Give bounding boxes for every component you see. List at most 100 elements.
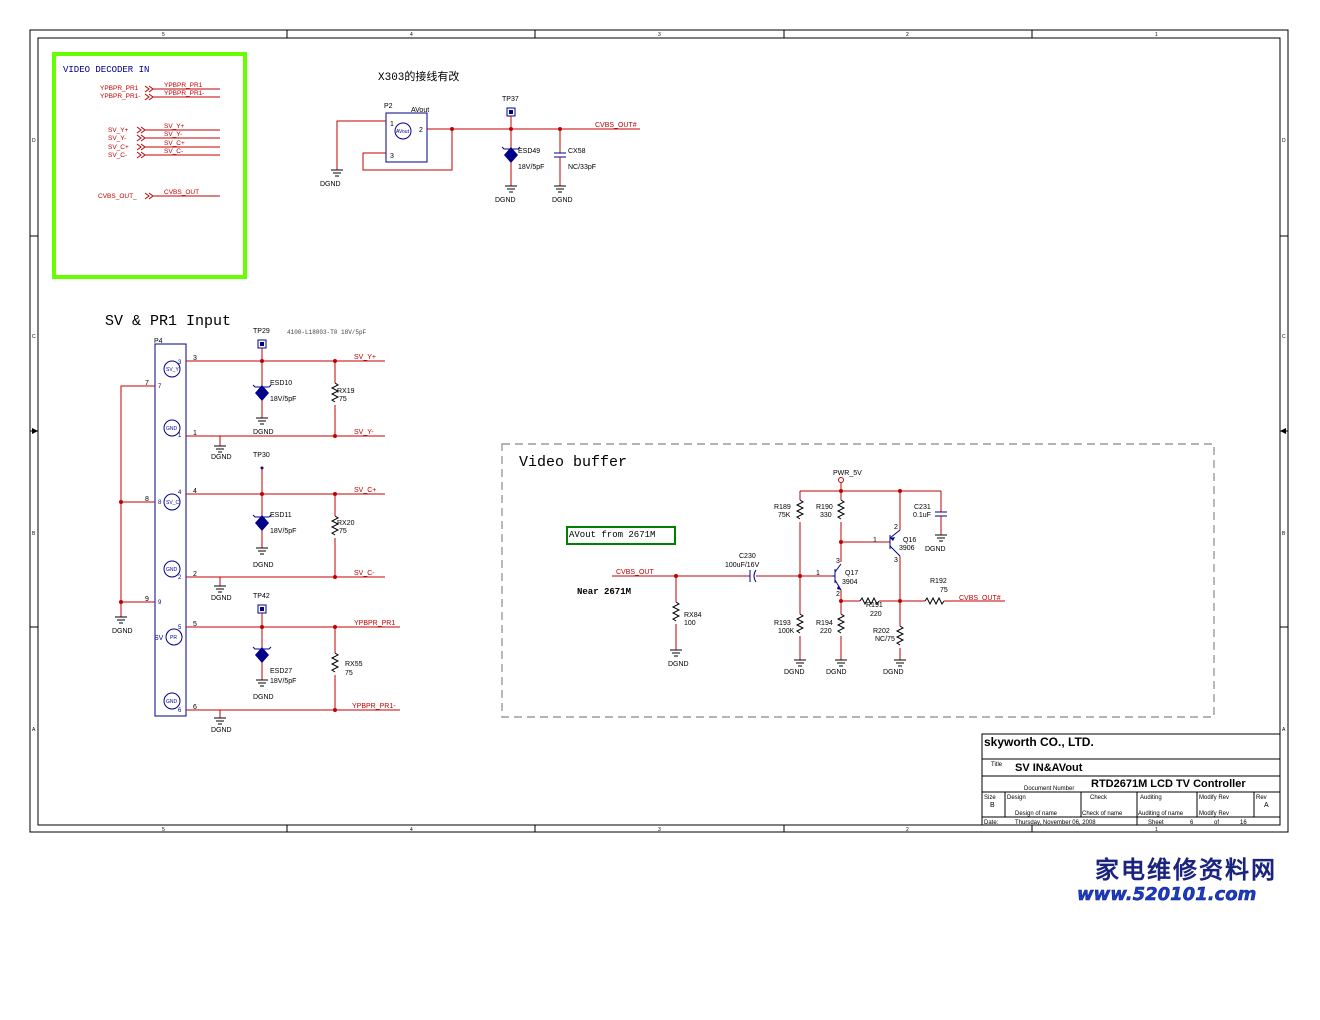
rev-value: A [1264, 802, 1269, 809]
row-label: B [32, 531, 36, 537]
gnd-label: DGND [883, 669, 904, 676]
date-value: Thursday, November 06, 2008 [1015, 820, 1096, 826]
esd-ref: ESD10 [270, 380, 292, 387]
row-label: B [1282, 531, 1286, 537]
gnd-label: DGND [552, 197, 573, 204]
pin-number: 4 [178, 490, 182, 496]
pin-number: 3 [390, 153, 394, 160]
video-buffer-section: Video buffer AVout from 2671M Near 2671M… [501, 443, 1215, 718]
design-label: Design [1007, 795, 1026, 801]
row-label: C [1282, 334, 1286, 340]
jack-label: PR [170, 635, 177, 641]
gnd-label: DGND [112, 628, 133, 635]
power-label: PWR_5V [833, 470, 862, 477]
res-ref: R192 [930, 578, 947, 585]
resistor-icon [836, 499, 846, 520]
decoder-title: VIDEO DECODER IN [63, 65, 149, 75]
col-label: 2 [906, 32, 909, 38]
res-val: 75 [940, 587, 948, 594]
transistor-ref: Q16 [903, 537, 916, 544]
avout-label: AVout from 2671M [569, 530, 655, 540]
sheet-total: 16 [1240, 820, 1247, 826]
net-label: SV_Y- [164, 131, 182, 138]
gnd-label: DGND [826, 669, 847, 676]
resistor-icon [895, 625, 905, 646]
res-val: 100K [778, 628, 795, 635]
pin-number: 7 [145, 380, 149, 387]
buffer-dashed-box [501, 443, 1215, 718]
cap-ref: C230 [739, 553, 756, 560]
pin-number: 2 [178, 575, 182, 581]
pin-number: 1 [178, 433, 182, 439]
net-label: SV_C- [164, 148, 183, 155]
resistor-icon [836, 613, 846, 634]
pin-number: 1 [816, 570, 820, 577]
watermark-url: www.520101.com [1077, 884, 1256, 905]
avout-note: X303的接线有改 [378, 69, 459, 84]
row-label: D [32, 138, 36, 144]
jack-label: SV_C [166, 500, 179, 506]
cap-ref: CX58 [568, 148, 586, 155]
tp-ref: TP42 [253, 593, 270, 600]
port-arrow-icon [136, 126, 146, 134]
esd-val: 18V/5pF [518, 164, 544, 171]
resistor-icon [671, 601, 681, 622]
port-label: SV_Y+ [108, 127, 129, 134]
pin-number: 1 [390, 121, 394, 128]
pin-number: 5 [178, 625, 182, 631]
res-val: 75 [345, 670, 353, 677]
row-label: A [1282, 727, 1286, 733]
center-arrow-icon [32, 428, 38, 434]
pin-number: 1 [193, 430, 197, 437]
port-arrow-icon [144, 93, 154, 101]
pin-number: 3 [193, 355, 197, 362]
port-arrow-icon [144, 85, 154, 93]
res-val: 75 [339, 396, 347, 403]
gnd-label: DGND [668, 661, 689, 668]
check-label: Check [1090, 795, 1108, 801]
cap-val: 100uF/16V [725, 562, 760, 569]
connector-jack-icon [163, 692, 181, 710]
res-ref: RX55 [345, 661, 363, 668]
resistor-icon [330, 652, 340, 673]
res-ref: RX20 [337, 520, 355, 527]
tvs-diode-icon [255, 647, 269, 663]
res-val: 100 [684, 620, 696, 627]
esd-ref: ESD11 [270, 512, 292, 519]
decoder-box: VIDEO DECODER IN YPBPR_PR1 YPBPR_PR1- YP… [52, 52, 247, 279]
pin-number: 8 [145, 496, 149, 503]
col-label: 1 [1155, 32, 1158, 38]
part-note: 4100-L18003-T0 18V/5pF [287, 329, 367, 336]
size-label: Size [984, 795, 996, 801]
gnd-label: DGND [253, 562, 274, 569]
title-block: skyworth CO., LTD. Title SV IN&AVout Doc… [981, 733, 1281, 826]
resistor-icon [859, 596, 880, 606]
tp-ref: TP30 [253, 452, 270, 459]
jack-label: GND [166, 699, 178, 705]
pin-number: 9 [158, 600, 162, 606]
avout-connector [385, 112, 428, 163]
pin-number: 6 [193, 704, 197, 711]
connector-name: AVout [411, 107, 429, 114]
pin-number: 5 [193, 621, 197, 628]
res-val: 330 [820, 512, 832, 519]
company-name: skyworth CO., LTD. [984, 735, 1094, 749]
pin-number: 2 [419, 127, 423, 134]
resistor-icon [924, 596, 945, 606]
pin-number: 2 [193, 571, 197, 578]
gnd-label: DGND [211, 727, 232, 734]
avout-section: X303的接线有改 AVout P2 AVout 1 2 3 DGND TP37… [320, 69, 640, 204]
transistor-ref: Q17 [845, 570, 858, 577]
of-label: of [1214, 820, 1219, 826]
net-label: CVBS_OUT# [959, 595, 1001, 602]
esd-val: 18V/5pF [270, 678, 296, 685]
res-ref: RX19 [337, 388, 355, 395]
row-label: C [32, 334, 36, 340]
sheet-title: SV IN&AVout [1015, 762, 1083, 774]
gnd-label: DGND [784, 669, 805, 676]
title-label: Title [991, 762, 1003, 768]
watermark-cn: 家电维修资料网 [1095, 855, 1277, 884]
pin-number: 6 [178, 708, 182, 714]
center-arrow-icon [1280, 428, 1286, 434]
tvs-diode-icon [504, 147, 518, 163]
